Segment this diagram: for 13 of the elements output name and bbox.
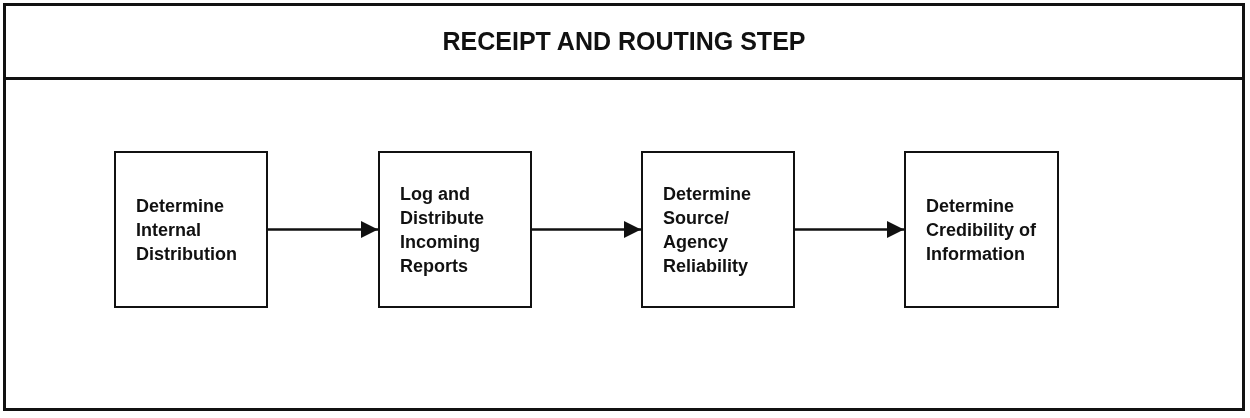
frame-title: RECEIPT AND ROUTING STEP [442,27,806,56]
process-box [114,151,268,308]
frame-box [3,3,1245,411]
step-label: Determine Credibility of Information [926,194,1037,266]
step-label: Determine Source/ Agency Reliability [663,182,753,278]
step-label: Log and Distribute Incoming Reports [400,182,485,278]
arrow [268,220,378,239]
step-label: Determine Internal Distribution [136,194,238,266]
process-box [904,151,1059,308]
arrow [532,220,641,239]
process-box [641,151,795,308]
process-box [378,151,532,308]
arrow [795,220,904,239]
